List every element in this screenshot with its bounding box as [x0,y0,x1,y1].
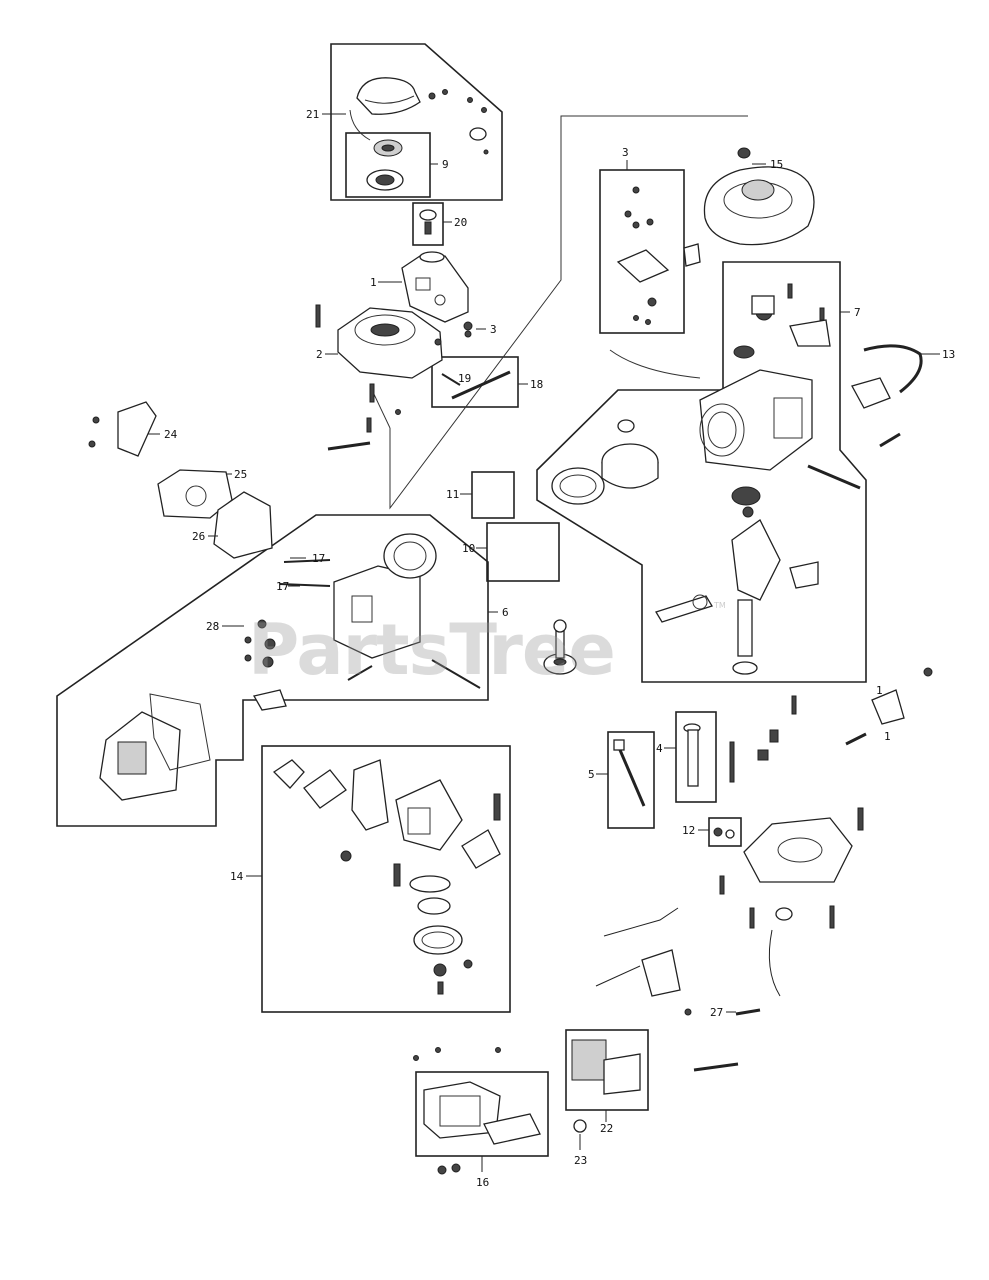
divider-line [389,115,748,510]
cylinder-head-group-outline [56,514,489,827]
flywheel [703,147,815,246]
valve-cover [99,693,211,801]
callout-3: 3 [490,323,497,336]
starter-pulley-parts [366,139,404,191]
part-20-fitting [419,209,437,235]
part-5-box [607,731,655,829]
callout-6: 6 [502,606,509,619]
callout-14: 14 [230,870,244,883]
part-18-box [431,356,519,408]
callout-17-lower: 17 [276,580,289,593]
callout-27: 27 [710,1006,723,1019]
part-24-shield [88,401,157,457]
callout-15: 15 [770,158,783,171]
part-12-fastener [713,827,735,839]
callout-12: 12 [682,824,695,837]
governor-linkage [595,907,781,1072]
part-1-governor-arm [845,667,933,746]
callout-22: 22 [600,1122,613,1135]
part-2-blower-housing [315,304,473,451]
part-26-guard [213,491,273,559]
piston-and-rings [551,419,659,505]
callout-17-upper: 17 [312,552,325,565]
callout-11: 11 [446,488,459,501]
callout-9: 9 [442,158,449,171]
callout-5: 5 [588,768,595,781]
callout-25: 25 [234,468,247,481]
callout-1-top: 1 [876,684,883,697]
cylinder-head [244,533,481,711]
recoil-starter-group-outline [330,43,503,201]
recoil-starter-housing [349,77,489,155]
part-13-line [851,344,923,448]
watermark-trademark: TM [713,601,726,610]
watermark-text: PartsTree [248,609,615,691]
part-5-dipstick [613,739,646,807]
callout-26: 26 [192,530,205,543]
carburetor-assembly [272,759,501,995]
air-filter-cover [413,1047,541,1175]
callout-7: 7 [854,306,861,319]
callout-3-top: 3 [622,146,629,159]
starter-pulley-box [345,132,431,198]
callout-1-bottom: 1 [884,730,891,743]
part-23-cap [573,1119,587,1133]
governor-gear [543,619,577,675]
part-19-rod [441,370,511,400]
air-filter-element [571,1039,641,1095]
callout-10: 10 [462,542,475,555]
callout-4: 4 [656,742,663,755]
callout-18: 18 [530,378,543,391]
part-4-dipstick-tube [683,723,735,787]
callout-16: 16 [476,1176,489,1189]
callout-20: 20 [454,216,467,229]
callout-24: 24 [164,428,178,441]
part-4-box [675,711,717,803]
part-20-box [412,202,444,246]
crankshaft [655,506,819,675]
part-11-box [471,471,515,519]
part-3-bracket-assembly [609,186,701,379]
air-filter-element-box [565,1029,649,1111]
carburetor-group-box [261,745,511,1013]
callout-2: 2 [316,348,323,361]
engine-block-group-outline [536,261,867,683]
callout-23: 23 [574,1154,587,1167]
engine-block [699,283,861,506]
part-12-box [708,817,742,847]
leader-line-mid [371,389,391,429]
part-10-box [486,522,560,582]
callout-19: 19 [458,372,471,385]
oil-sump [719,695,864,929]
part-1-housing [401,251,469,323]
callout-28: 28 [206,620,219,633]
callout-1: 1 [370,276,377,289]
callout-21: 21 [306,108,319,121]
callout-13: 13 [942,348,955,361]
